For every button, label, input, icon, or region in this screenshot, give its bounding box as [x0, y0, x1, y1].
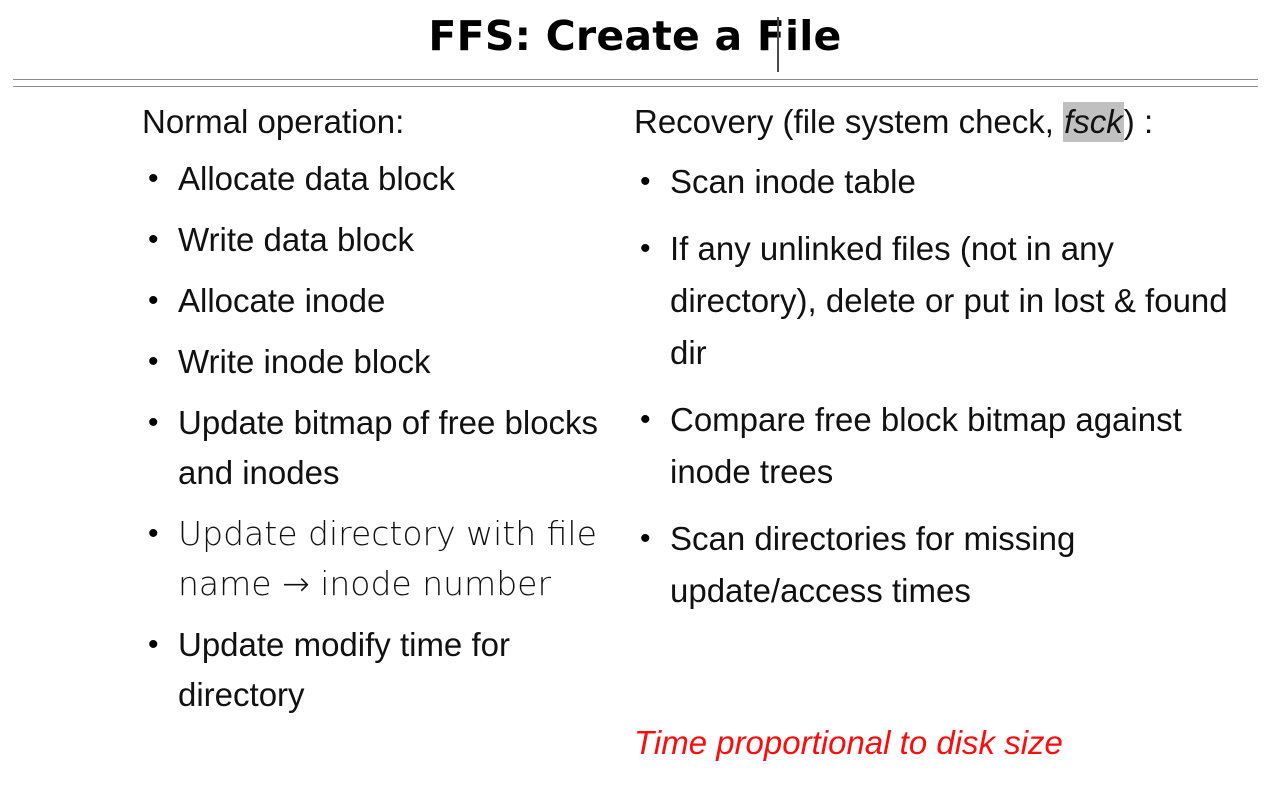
list-item-text: Write data block: [178, 221, 414, 258]
header-divider-line-top: [13, 79, 1258, 80]
list-item: Scan inode table: [630, 156, 1240, 208]
list-item: Compare free block bitmap against inode …: [630, 394, 1240, 498]
list-item: Update bitmap of free blocks and inodes: [138, 398, 616, 498]
list-item: Update directory with file name → inode …: [138, 509, 616, 609]
right-column: Recovery (file system check, fsck) : Sca…: [630, 100, 1240, 617]
list-item-text: Update modify time for directory: [178, 626, 510, 713]
list-item-text: Allocate data block: [178, 160, 456, 197]
left-column-heading: Normal operation:: [142, 103, 405, 140]
list-item: Scan directories for missing update/acce…: [630, 513, 1240, 617]
left-column: Normal operation: Allocate data block Wr…: [138, 100, 616, 720]
text-cursor-caret: [777, 17, 779, 72]
list-item: Write data block: [138, 215, 616, 265]
fsck-highlight: fsck: [1063, 102, 1124, 142]
footnote-time-proportional: Time proportional to disk size: [634, 724, 1063, 761]
list-item: Update modify time for directory: [138, 620, 616, 720]
list-item-text: Scan inode table: [670, 163, 916, 200]
right-column-heading: Recovery (file system check, fsck) :: [630, 100, 1240, 144]
list-item-text: Allocate inode: [178, 282, 386, 319]
list-item-text: If any unlinked files (not in any direct…: [670, 230, 1228, 371]
right-column-bullet-list: Scan inode table If any unlinked files (…: [630, 156, 1240, 617]
list-item-text: Update bitmap of free blocks and inodes: [178, 404, 599, 491]
list-item: If any unlinked files (not in any direct…: [630, 223, 1240, 379]
list-item-text: Scan directories for missing update/acce…: [670, 520, 1076, 609]
content-columns: Normal operation: Allocate data block Wr…: [0, 100, 1270, 798]
header-divider-line-bottom: [13, 86, 1258, 87]
list-item-text: Write inode block: [178, 343, 431, 380]
right-heading-suffix: ) :: [1123, 103, 1154, 140]
list-item: Allocate data block: [138, 154, 616, 204]
title-area: FFS: Create a File: [0, 6, 1270, 72]
list-item: Allocate inode: [138, 276, 616, 326]
page-title: FFS: Create a File: [428, 12, 842, 60]
list-item-text: Update directory with file name → inode …: [178, 514, 597, 603]
list-item: Write inode block: [138, 337, 616, 387]
list-item-text: Compare free block bitmap against inode …: [670, 401, 1182, 490]
right-heading-prefix: Recovery (file system check,: [634, 103, 1064, 140]
left-column-bullet-list: Allocate data block Write data block All…: [138, 154, 616, 720]
